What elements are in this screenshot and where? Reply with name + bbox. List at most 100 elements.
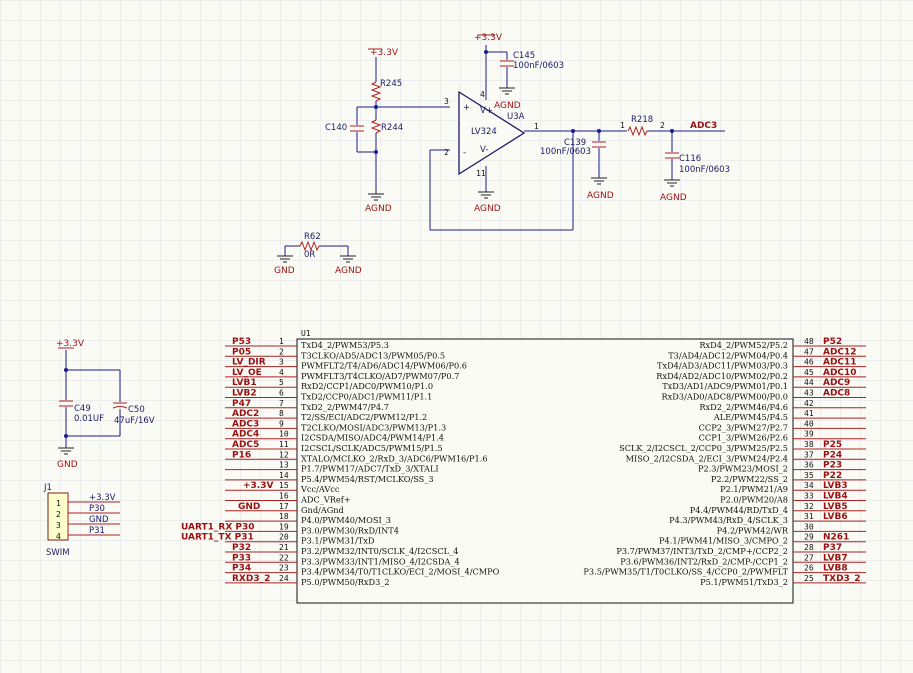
j1-label: J1 <box>43 483 52 493</box>
r62-resistor[interactable] <box>284 240 349 256</box>
pin-function: P3.4/PWM34/T0/T1CLKO/ECI_2/MOSI_4/CMPO <box>301 567 500 577</box>
pin-function: P4.1/PWM41/MISO_3/CMPO_2 <box>659 536 788 546</box>
net-label: GND <box>238 502 260 512</box>
pin-function: SCLK_2/I2CSCL_2/CCP0_3/PWM25/P2.5 <box>619 443 788 453</box>
c50-capacitor[interactable] <box>112 402 128 409</box>
net-label: ADC2 <box>232 409 259 419</box>
swim-connector-j1[interactable] <box>47 492 69 541</box>
mcu-pin-26[interactable]: 26P3.5/PWM35/T1/T0CLKO/SS_4/CCP0_2/PWMFL… <box>583 564 866 577</box>
pin-number: 40 <box>804 419 814 428</box>
net-label: P37 <box>823 543 842 553</box>
net-label: LVB6 <box>823 512 848 522</box>
swim-net-1: +3.3V <box>89 493 116 503</box>
pin-number: 5 <box>279 378 284 387</box>
r245-resistor[interactable] <box>370 81 382 102</box>
r218-resistor[interactable] <box>627 125 648 137</box>
svg-text:V+: V+ <box>480 106 493 116</box>
pin-number: 17 <box>279 502 289 511</box>
pin-number: 23 <box>279 564 289 573</box>
pin-number: 21 <box>279 543 289 552</box>
pin-function: TxD2/CCP0/ADC1/PWM11/P1.1 <box>301 392 432 402</box>
opamp-u3a[interactable]: + - V+ V- LV324 U3A 4 11 2 1 <box>444 90 539 178</box>
pin-function: P3.6/PWM36/INT2/RxD_2/CMP-/CCP1_2 <box>620 556 788 566</box>
pin-function: P4.0/PWM40/MOSI_3 <box>301 515 391 525</box>
agnd-label-3: AGND <box>474 204 501 214</box>
pin-number: 7 <box>279 399 284 408</box>
net-label: P22 <box>823 471 842 481</box>
agnd-label-r62: AGND <box>335 266 362 276</box>
pin-function: I2CSDA/MISO/ADC4/PWM14/P1.4 <box>301 433 444 443</box>
svg-text:3: 3 <box>444 97 449 106</box>
gnd-decoupling-label: GND <box>57 460 78 470</box>
net-label: ADC10 <box>823 368 857 378</box>
pin-number: 31 <box>804 512 814 521</box>
pin-number: 26 <box>804 564 814 573</box>
pin-function: P2.3/PWM23/MOSI_2 <box>698 464 788 474</box>
pin-function: Gnd/AGnd <box>301 505 344 515</box>
pin-function: TxD3/AD1/ADC9/PWM01/P0.1 <box>662 381 788 391</box>
pin-number: 22 <box>279 553 289 562</box>
pin-function: I2CSCL/SCLK/ADC5/PWM15/P1.5 <box>301 443 443 453</box>
pin-function: P2.2/PWM22/SS_2 <box>711 474 788 484</box>
pin-number: 32 <box>804 502 814 511</box>
mcu-pin-17[interactable]: 17 Gnd/AGnd GND <box>225 502 344 515</box>
u3a-label: U3A <box>507 112 525 122</box>
net-label: ADC5 <box>232 440 259 450</box>
pin-function: P5.4/PWM54/RST/MCLKO/SS_3 <box>301 474 434 484</box>
pin-number: 38 <box>804 440 814 449</box>
svg-text:1: 1 <box>56 499 61 508</box>
pin-function: P3.3/PWM33/INT1/MISO_4/I2CSDA_4 <box>301 556 460 566</box>
r244-resistor[interactable] <box>370 119 382 134</box>
mcu-u1-body[interactable] <box>296 338 794 604</box>
mcu-pin-23[interactable]: 23 P3.4/PWM34/T0/T1CLKO/ECI_2/MOSI_4/CMPO… <box>225 564 500 577</box>
